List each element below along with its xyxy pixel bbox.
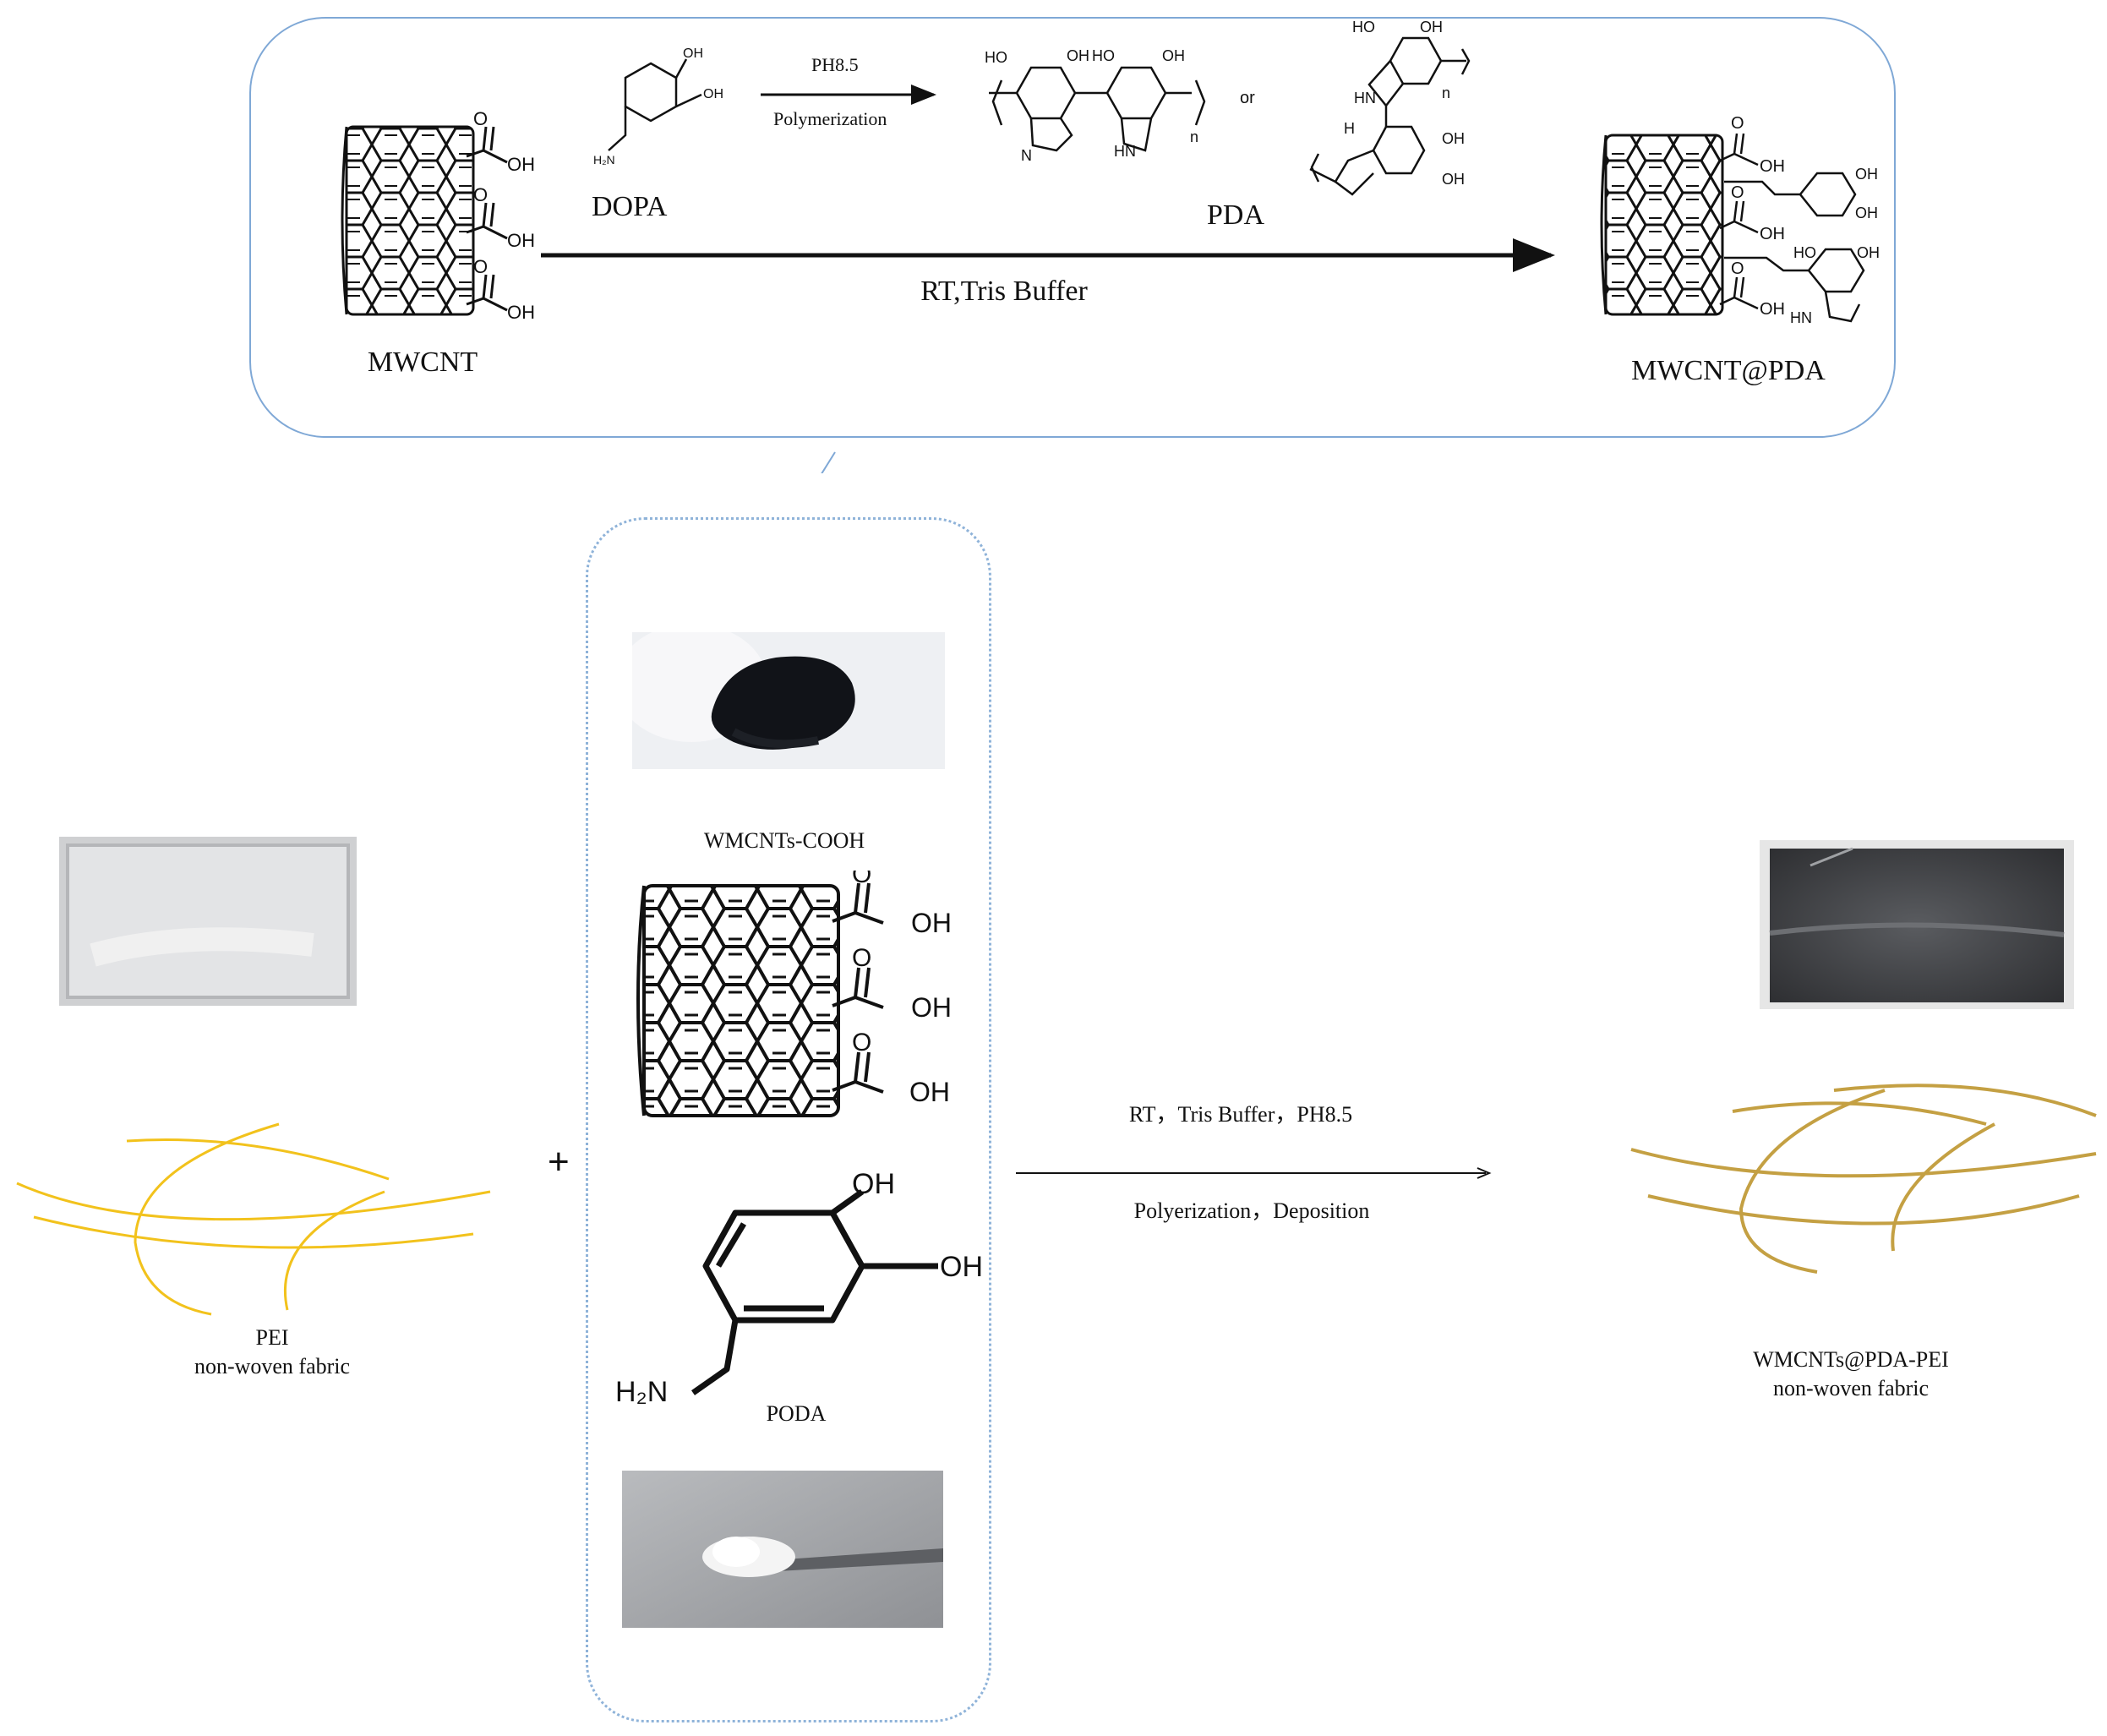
oh-label: O bbox=[473, 108, 488, 129]
mwcnt-pda-substituents bbox=[1719, 133, 1865, 323]
powder-label: WMCNTs-COOH bbox=[703, 828, 865, 853]
mwcnt-label: MWCNT bbox=[367, 347, 478, 378]
mwcnt-pda-label: MWCNT@PDA bbox=[1631, 355, 1826, 386]
pei-label-line1: PEI bbox=[255, 1325, 289, 1350]
oh-label: OH bbox=[1855, 205, 1878, 221]
o-label: O bbox=[1731, 259, 1744, 278]
oh-label: OH bbox=[507, 230, 535, 251]
oh-label: OH bbox=[1442, 130, 1465, 147]
oh-label: OH bbox=[852, 1168, 895, 1200]
pei-label-line2: non-woven fabric bbox=[194, 1354, 351, 1378]
oh-label: OH bbox=[911, 992, 952, 1023]
process-condition-line2: Polyerization，Deposition bbox=[1133, 1198, 1370, 1223]
mwcnt-cooh-powder-photo bbox=[632, 632, 945, 769]
o-label: O bbox=[852, 944, 871, 972]
oh-label: OH bbox=[1067, 47, 1089, 64]
oh-label: OH bbox=[507, 154, 535, 175]
oh-label: OH bbox=[1857, 244, 1880, 261]
hn-label: HN bbox=[1114, 143, 1136, 160]
o-label: O bbox=[852, 1029, 871, 1056]
hn-label: HN bbox=[1354, 90, 1376, 106]
polymerization-condition: PH8.5 bbox=[811, 54, 859, 75]
cnt-cooh-structure: O OH O OH O OH bbox=[636, 871, 952, 1117]
ho-label: HO bbox=[1793, 244, 1816, 261]
poda-label: PODA bbox=[766, 1401, 827, 1426]
dopamine-powder-photo bbox=[622, 1471, 943, 1628]
pei-fibers bbox=[16, 1122, 491, 1316]
oh-label: OH bbox=[1760, 225, 1785, 243]
oh-label: OH bbox=[1162, 47, 1185, 64]
reaction-condition: RT,Tris Buffer bbox=[920, 276, 1088, 307]
polymerization-label: Polymerization bbox=[773, 108, 887, 129]
connector-line bbox=[821, 451, 836, 473]
n-subscript: n bbox=[1190, 128, 1198, 145]
ho-label: HO bbox=[985, 49, 1007, 66]
ho-label: HO bbox=[1352, 19, 1375, 35]
dopamine-structure: OH OH H₂N bbox=[615, 1168, 983, 1408]
dopa-label: DOPA bbox=[592, 191, 668, 222]
coated-fibers bbox=[1630, 1084, 2097, 1274]
o-label: O bbox=[1731, 114, 1744, 133]
ho-label: HO bbox=[1092, 47, 1115, 64]
dopa-structure bbox=[608, 58, 702, 151]
pei-fabric-photo bbox=[59, 837, 357, 1006]
reaction-scheme-panel bbox=[249, 17, 1896, 438]
coated-fabric-label-line1: WMCNTs@PDA-PEI bbox=[1753, 1347, 1949, 1372]
coated-fabric-photo bbox=[1760, 840, 2074, 1009]
process-condition-line1: RT，Tris Buffer，PH8.5 bbox=[1128, 1102, 1353, 1127]
nh-label: H bbox=[1344, 120, 1355, 137]
reaction-scheme-graphics: O OH O OH O OH OH OH H₂N HO OH HO OH N H… bbox=[341, 19, 1880, 473]
oh-label: OH bbox=[909, 1077, 950, 1107]
oh-label: OH bbox=[1760, 157, 1785, 176]
pda-structure-indole bbox=[989, 66, 1206, 152]
oh-label: OH bbox=[940, 1251, 983, 1283]
process-arrow bbox=[1016, 1167, 1492, 1179]
oh-label: OH bbox=[507, 302, 535, 323]
pda-label: PDA bbox=[1207, 199, 1265, 231]
n-subscript: n bbox=[1442, 85, 1450, 101]
oh-label: OH bbox=[1760, 300, 1785, 319]
mwcnt-tube bbox=[341, 125, 475, 316]
pda-structure-indoline bbox=[1309, 36, 1471, 196]
coated-fabric-label-line2: non-woven fabric bbox=[1772, 1376, 1930, 1400]
oh-label: OH bbox=[911, 908, 952, 938]
oh-label: OH bbox=[1442, 171, 1465, 188]
o-label: O bbox=[852, 871, 871, 888]
mwcnt-carboxyl-groups bbox=[466, 126, 508, 312]
n-label: N bbox=[1021, 147, 1032, 164]
hn-label: HN bbox=[1790, 309, 1812, 326]
mwcnt-pda-tube bbox=[1600, 134, 1724, 316]
oh-label: OH bbox=[703, 87, 723, 101]
oh-label: OH bbox=[1855, 166, 1878, 183]
oh-label: OH bbox=[683, 46, 703, 61]
reagents-box bbox=[586, 517, 991, 1722]
h2n-label: H₂N bbox=[593, 153, 615, 167]
o-label: O bbox=[1731, 183, 1744, 202]
oh-label: OH bbox=[1420, 19, 1443, 35]
h2n-label: H₂N bbox=[615, 1376, 668, 1408]
plus-sign: + bbox=[548, 1141, 570, 1182]
oh-label: O bbox=[473, 256, 488, 277]
oh-label: O bbox=[473, 184, 488, 205]
or-label: or bbox=[1240, 89, 1255, 107]
